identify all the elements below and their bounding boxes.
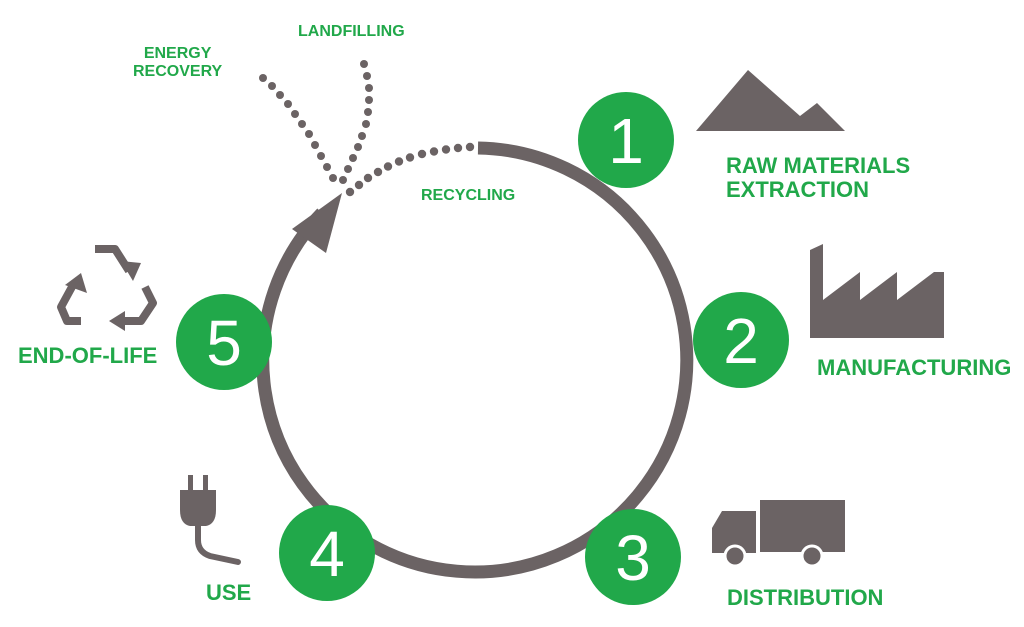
- stage-4-badge: 4: [279, 505, 375, 601]
- stage-1-number: 1: [608, 105, 644, 177]
- plug-icon: [180, 475, 241, 565]
- stage-2-number: 2: [723, 305, 759, 377]
- stage-5-badge: 5: [176, 294, 272, 390]
- recycling-dotted-trail: [345, 142, 475, 197]
- energy-recovery-label: ENERGY RECOVERY: [133, 45, 222, 80]
- recycle-icon: [57, 245, 157, 331]
- stage-5-number: 5: [206, 307, 242, 379]
- stage-3-number: 3: [615, 522, 651, 594]
- stage-1-label-line-2: EXTRACTION: [726, 177, 869, 203]
- energy-recovery-line-2: RECOVERY: [133, 62, 223, 80]
- landfilling-label: LANDFILLING: [298, 23, 405, 40]
- stage-4-number: 4: [309, 518, 345, 590]
- landfilling-dotted-trail: [339, 60, 373, 184]
- recycling-label: RECYCLING: [421, 187, 516, 204]
- energy-recovery-line-1: ENERGY: [143, 45, 212, 62]
- end-of-life-label: END-OF-LIFE: [18, 343, 158, 368]
- energy-recovery-dotted-trail: [259, 74, 337, 182]
- stage-1-label-line-1: RAW MATERIALS: [726, 153, 911, 178]
- manufacturing-label: MANUFACTURING: [817, 355, 1012, 380]
- cycle-ring: [256, 141, 694, 579]
- raw-materials-extraction-label: RAW MATERIALS EXTRACTION: [726, 153, 911, 203]
- stage-3-badge: 3: [585, 509, 681, 605]
- use-label: USE: [206, 580, 252, 605]
- factory-icon: [810, 244, 944, 338]
- cycle-arrowhead: [292, 193, 342, 253]
- stage-2-badge: 2: [693, 292, 789, 388]
- mountain-icon: [696, 70, 845, 131]
- truck-icon: [712, 500, 845, 568]
- stage-1-badge: 1: [578, 92, 674, 188]
- distribution-label: DISTRIBUTION: [727, 585, 884, 610]
